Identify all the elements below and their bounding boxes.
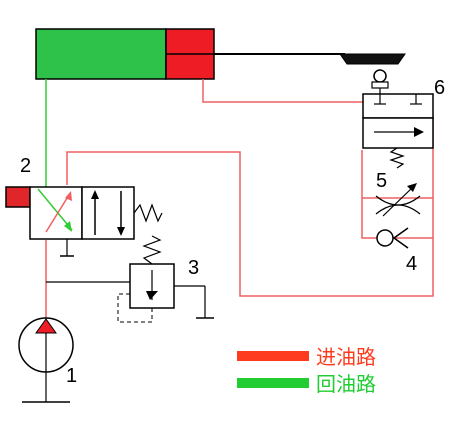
- check-valve: 4: [376, 227, 417, 275]
- valve-parallel-position: [81, 186, 135, 240]
- rod-cam-block: [339, 53, 406, 65]
- throttle-lower-arc: [375, 204, 421, 215]
- legend-swatch-inlet: [237, 351, 309, 361]
- travel-valve-spring: [389, 147, 405, 169]
- legend-swatch-return: [237, 378, 309, 388]
- travel-valve-bottom-position: [362, 117, 434, 149]
- label-number-2: 2: [20, 155, 31, 177]
- cylinder-return-chamber: [35, 28, 167, 80]
- legend-label-inlet: 进油路: [316, 346, 376, 369]
- roller: [373, 69, 387, 83]
- solenoid-coil: [5, 186, 31, 208]
- legend: 进油路 回油路: [237, 346, 376, 396]
- relief-valve-spring: [142, 235, 162, 265]
- label-number-6: 6: [434, 77, 445, 99]
- label-number-5: 5: [376, 170, 387, 192]
- valve-spring: [133, 203, 163, 223]
- check-valve-ball: [376, 229, 394, 247]
- relief-valve: 3: [46, 235, 214, 323]
- directional-valve: 2: [5, 155, 163, 257]
- travel-valve: 6: [362, 69, 445, 169]
- check-valve-seat: [392, 227, 409, 249]
- pump: 1: [18, 317, 77, 403]
- travel-valve-top-position: [362, 93, 434, 119]
- valve-cross-position: [29, 186, 83, 240]
- hydraulic-cylinder: [35, 28, 406, 80]
- label-number-1: 1: [66, 365, 77, 387]
- throttle-valve: 5: [375, 170, 421, 217]
- label-number-3: 3: [188, 257, 199, 279]
- relief-drain-dashed: [117, 293, 153, 323]
- label-number-4: 4: [406, 253, 417, 275]
- legend-label-return: 回油路: [316, 373, 376, 396]
